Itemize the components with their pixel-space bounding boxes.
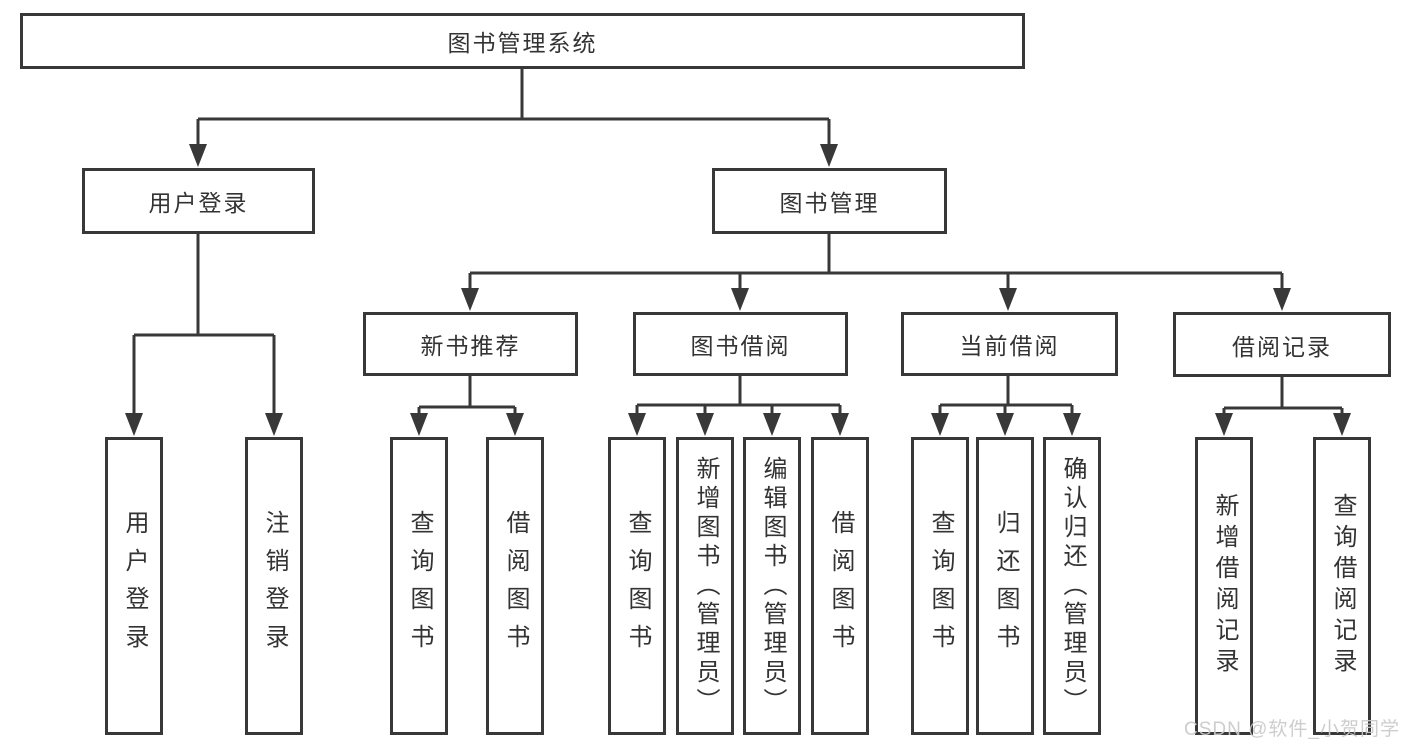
node-label: 用户登录 [148,190,249,216]
leaf-add-books-admin: 新增图书（管理员） [676,437,734,735]
node-borrowing-records: 借阅记录 [1173,312,1391,377]
node-new-book-recommendation: 新书推荐 [363,312,578,376]
node-label: 图书管理 [779,190,880,216]
leaf-add-borrow-record: 新增借阅记录 [1195,437,1253,735]
node-label: 查询借阅记录 [1329,493,1356,679]
node-label: 新增图书（管理员） [692,455,719,717]
leaf-user-login: 用户登录 [105,437,163,735]
node-label: 查询图书 [624,510,651,662]
leaf-query-borrow-record: 查询借阅记录 [1313,437,1371,735]
arrow-down-icons [125,144,1351,436]
node-label: 归还图书 [992,510,1019,662]
node-current-borrowing: 当前借阅 [901,312,1118,376]
leaf-edit-books-admin: 编辑图书（管理员） [743,437,801,735]
leaf-confirm-return-admin: 确认归还（管理员） [1043,437,1101,735]
node-book-management: 图书管理 [712,168,947,234]
node-label: 确认归还（管理员） [1059,455,1086,717]
leaf-current-query-books: 查询图书 [911,437,969,735]
node-label: 当前借阅 [959,333,1060,359]
leaf-borrowing-borrow-books: 借阅图书 [811,437,869,735]
node-label: 借阅图书 [827,510,854,662]
node-user-login: 用户登录 [82,168,315,234]
node-label: 图书借阅 [690,333,791,359]
leaf-recommend-borrow-books: 借阅图书 [486,437,544,735]
watermark: CSDN @软件_小贺同学 [1184,719,1400,740]
node-label: 编辑图书（管理员） [759,455,786,717]
node-label: 查询图书 [927,510,954,662]
node-label: 新增借阅记录 [1211,493,1238,679]
node-label: 查询图书 [406,510,433,662]
node-book-borrowing: 图书借阅 [633,312,848,376]
node-label: 图书管理系统 [447,30,598,56]
leaf-borrowing-query-books: 查询图书 [608,437,666,735]
node-label: 新书推荐 [420,333,521,359]
node-library-management-system: 图书管理系统 [20,13,1025,69]
node-label: 借阅图书 [502,510,529,662]
leaf-return-books: 归还图书 [976,437,1034,735]
node-label: 用户登录 [121,510,148,662]
leaf-logout-login: 注销登录 [245,437,303,735]
node-label: 借阅记录 [1232,333,1332,360]
node-label: 注销登录 [261,510,288,662]
leaf-recommend-query-books: 查询图书 [390,437,448,735]
